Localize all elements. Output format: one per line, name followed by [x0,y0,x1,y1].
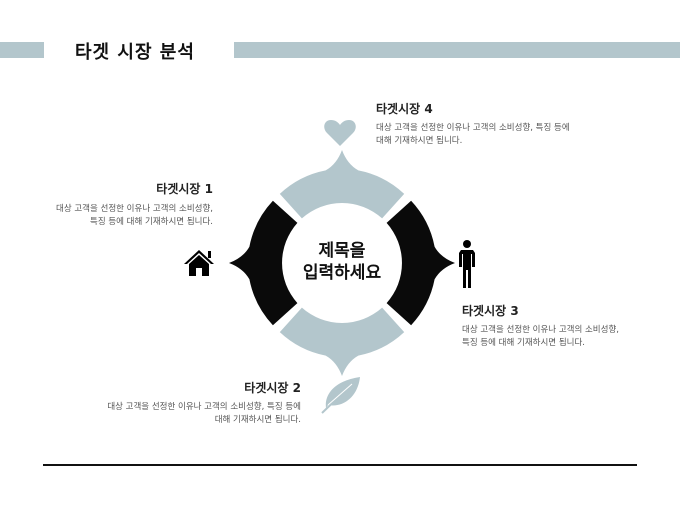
header-bar-left [0,42,44,58]
heart-icon [324,120,356,146]
target-3-desc: 대상 고객을 선정한 이유나 고객의 소비성향,특징 등에 대해 기재하시면 됩… [462,325,619,348]
center-title-line2: 입력하세요 [302,263,382,283]
page-title: 타겟 시장 분석 [75,42,195,63]
segment-left [229,200,298,326]
leaf-icon [321,377,360,414]
target-4-title: 타겟시장 4 [376,102,433,116]
house-icon [184,250,214,276]
segment-top [279,150,405,219]
target-1-title: 타겟시장 1 [156,182,213,196]
person-icon [459,240,475,288]
segment-right [386,200,455,326]
bottom-divider [43,464,637,466]
target-3-title: 타겟시장 3 [462,304,519,318]
header-bar-right [234,42,680,58]
segment-bottom [279,307,405,376]
center-title-line1: 제목을 [318,241,366,261]
target-2-title: 타겟시장 2 [244,381,301,395]
center-title: 제목을 입력하세요 [282,240,402,284]
target-1-desc: 대상 고객을 선정한 이유나 고객의 소비성향,특징 등에 대해 기재하시면 됩… [56,204,213,227]
